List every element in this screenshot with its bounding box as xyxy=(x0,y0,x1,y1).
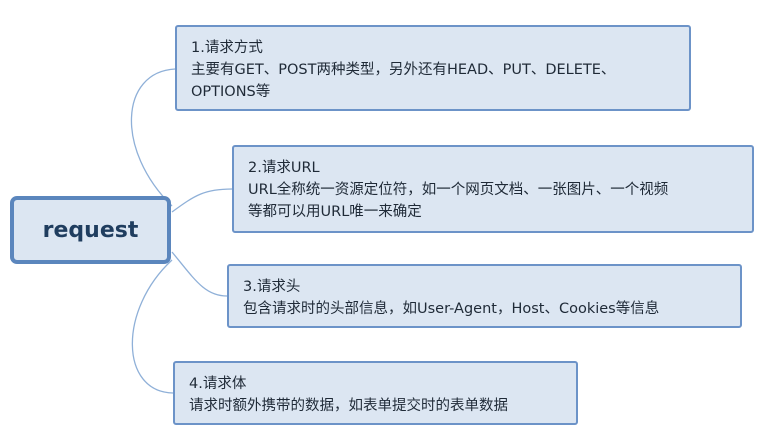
node-text-line: 主要有GET、POST两种类型，另外还有HEAD、PUT、DELETE、 xyxy=(191,62,616,78)
node-title: 2.请求URL xyxy=(248,160,320,176)
branch-node-request-headers[interactable]: 3.请求头 包含请求时的头部信息，如User-Agent，Host、Cookie… xyxy=(227,264,742,328)
node-text-line: URL全称统一资源定位符，如一个网页文档、一张图片、一个视频 xyxy=(248,182,669,198)
node-text-line: 请求时额外携带的数据，如表单提交时的表单数据 xyxy=(189,398,508,414)
connector-2 xyxy=(171,188,233,213)
node-title: 4.请求体 xyxy=(189,376,247,392)
root-node-request[interactable]: request xyxy=(10,196,171,264)
root-label: request xyxy=(42,217,139,243)
branch-node-request-body[interactable]: 4.请求体 请求时额外携带的数据，如表单提交时的表单数据 xyxy=(173,361,578,425)
node-title: 3.请求头 xyxy=(243,279,301,295)
connector-3 xyxy=(171,251,228,297)
branch-node-request-method[interactable]: 1.请求方式 主要有GET、POST两种类型，另外还有HEAD、PUT、DELE… xyxy=(175,25,691,111)
node-text-line: 包含请求时的头部信息，如User-Agent，Host、Cookies等信息 xyxy=(243,301,660,317)
node-title: 1.请求方式 xyxy=(191,40,263,56)
connector-1 xyxy=(130,68,176,207)
node-text-line: 等都可以用URL唯一来确定 xyxy=(248,204,422,220)
branch-node-request-url[interactable]: 2.请求URL URL全称统一资源定位符，如一个网页文档、一张图片、一个视频 等… xyxy=(232,145,754,233)
node-text-line: OPTIONS等 xyxy=(191,84,271,100)
connector-4 xyxy=(131,259,174,394)
